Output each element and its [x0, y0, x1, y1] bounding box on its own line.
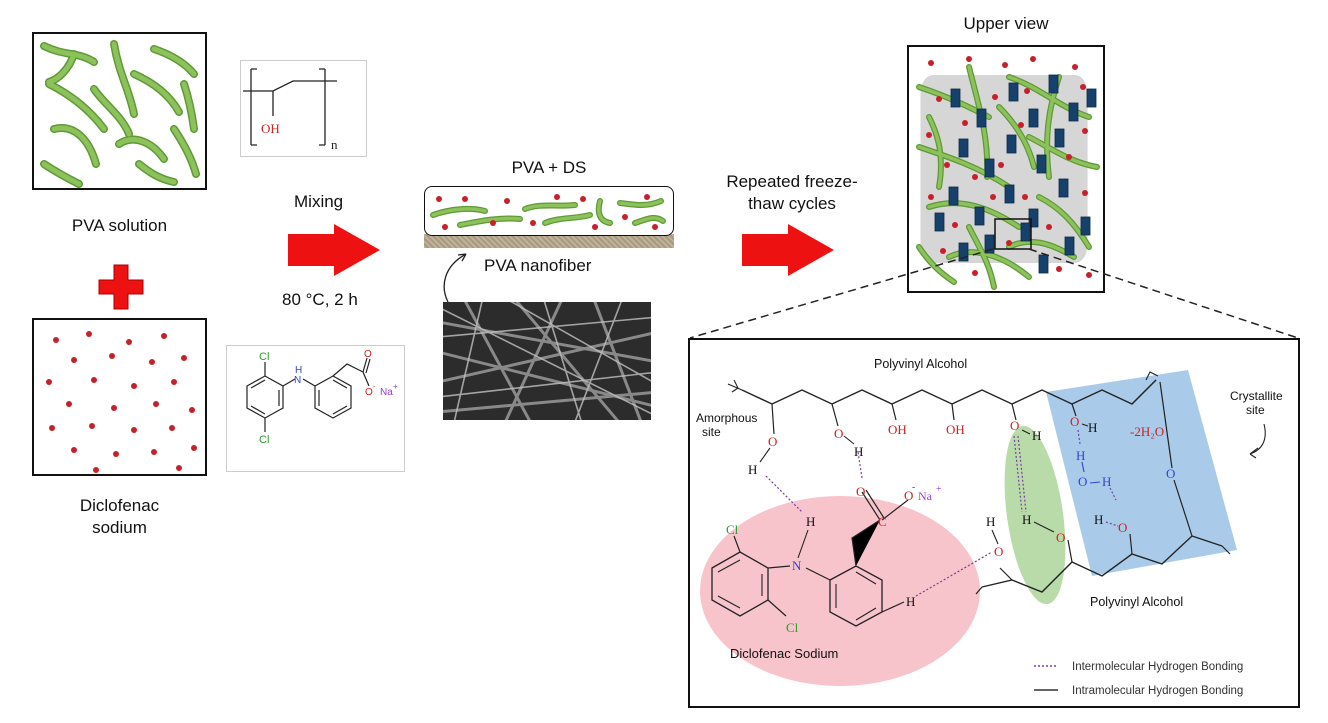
drug-dots-illustration	[46, 331, 197, 473]
ds-cl-bottom: Cl	[259, 434, 269, 446]
diclofenac-sodium-label: Diclofenac Sodium	[730, 646, 838, 661]
mixing-label: Mixing	[294, 192, 344, 211]
polyvinyl-alcohol-bottom: Polyvinyl Alcohol	[1090, 595, 1183, 609]
plus-icon	[98, 264, 144, 310]
o-water: O	[1078, 474, 1087, 489]
pva-structure-panel: OH n	[240, 60, 367, 157]
detail-panel: Amorphous site O H O H OH OH O H Polyvin…	[688, 338, 1300, 708]
o-minus-sign: -	[912, 482, 915, 493]
o-carboxylate: O	[904, 488, 913, 503]
blue-region	[1046, 370, 1237, 576]
o-near-bottom: O	[994, 544, 1003, 559]
green-region	[1004, 425, 1066, 605]
pva-structure: OH n	[243, 68, 338, 152]
h-sixth: H	[1088, 420, 1097, 435]
freeze-thaw-arrow-icon	[742, 224, 834, 276]
h-nh: H	[806, 514, 815, 529]
pva-oh-label: OH	[261, 121, 280, 136]
na-ion: Na	[918, 489, 933, 503]
h-second: H	[854, 444, 863, 459]
legend-intermolecular: Intermolecular Hydrogen Bonding	[1072, 661, 1243, 673]
polyvinyl-alcohol-top: Polyvinyl Alcohol	[874, 357, 967, 371]
film-illustration	[430, 194, 666, 230]
upper-view-panel	[907, 45, 1105, 293]
n-ds: N	[792, 558, 802, 573]
o-second: O	[834, 426, 843, 441]
o-carbonyl: O	[856, 484, 865, 499]
nanofiber-substrate	[424, 234, 674, 248]
freeze-label-line1: Repeated freeze-	[726, 172, 858, 191]
conditions-label: 80 °C, 2 h	[282, 290, 358, 309]
pink-region	[700, 496, 980, 686]
pva-n-label: n	[331, 137, 338, 152]
h-aromatic: H	[906, 594, 915, 609]
ds-na: Na	[380, 387, 393, 398]
nanofiber-pointer-arrow	[443, 253, 467, 303]
o-fifth: O	[1010, 418, 1019, 433]
minus-2h2o: -2H₂O	[1130, 424, 1164, 439]
hydrogen-bonding-diagram: Amorphous site O H O H OH OH O H Polyvin…	[696, 357, 1283, 697]
ds-n: N	[294, 375, 301, 386]
h-amorphous: H	[748, 462, 757, 477]
h-fifth: H	[1032, 428, 1041, 443]
ds-cl-top: Cl	[259, 351, 269, 363]
pva-ds-label: PVA + DS	[511, 158, 587, 177]
oh-fourth: OH	[946, 422, 965, 437]
c-carboxyl: C	[878, 514, 887, 529]
amorphous-line2: site	[702, 425, 721, 439]
ds-o-minus: O	[365, 387, 373, 398]
diclofenac-label-line1: Diclofenac	[79, 496, 160, 515]
h-water-top: H	[1076, 448, 1085, 463]
ds-structure-panel: Cl Cl H N O O - Na +	[226, 345, 405, 472]
pva-solution-panel	[32, 32, 207, 190]
amorphous-line1: Amorphous	[696, 411, 757, 425]
upper-view-illustration	[916, 56, 1100, 290]
mixing-arrow-icon	[288, 224, 380, 276]
ds-na-plus: +	[393, 382, 398, 391]
pva-chains-illustration	[40, 40, 200, 188]
ds-o-minus-sign: -	[373, 382, 376, 391]
na-plus-sign: +	[936, 484, 942, 495]
h-green: H	[1022, 512, 1031, 527]
h-crystal-bottom: H	[1094, 512, 1103, 527]
legend-intramolecular: Intramolecular Hydrogen Bonding	[1072, 685, 1243, 697]
diclofenac-label-line2: sodium	[92, 518, 147, 537]
h-water-right: H	[1102, 474, 1111, 489]
h-near-bottom: H	[986, 514, 995, 529]
upper-view-label: Upper view	[963, 14, 1049, 33]
pva-ds-film	[424, 186, 674, 236]
ds-structure: Cl Cl H N O O - Na +	[246, 349, 398, 446]
freeze-label-line2: thaw cycles	[748, 194, 836, 213]
ds-o-top: O	[364, 349, 372, 360]
o-amorphous: O	[768, 434, 777, 449]
cl-bottom: Cl	[786, 620, 799, 635]
crystallite-line1: Crystallite	[1230, 389, 1283, 403]
diclofenac-panel	[32, 318, 207, 476]
o-crystal: O	[1166, 466, 1175, 481]
o-crystal-bottom: O	[1118, 520, 1127, 535]
crystallite-line2: site	[1246, 403, 1265, 417]
pva-nanofiber-label: PVA nanofiber	[484, 256, 592, 275]
o-sixth: O	[1070, 414, 1079, 429]
sem-fibers	[443, 302, 651, 420]
o-green: O	[1056, 530, 1065, 545]
sem-image	[443, 302, 651, 420]
oh-third: OH	[888, 422, 907, 437]
pva-solution-label: PVA solution	[71, 216, 168, 235]
cl-top: Cl	[726, 522, 739, 537]
ds-nh-h: H	[295, 365, 302, 376]
